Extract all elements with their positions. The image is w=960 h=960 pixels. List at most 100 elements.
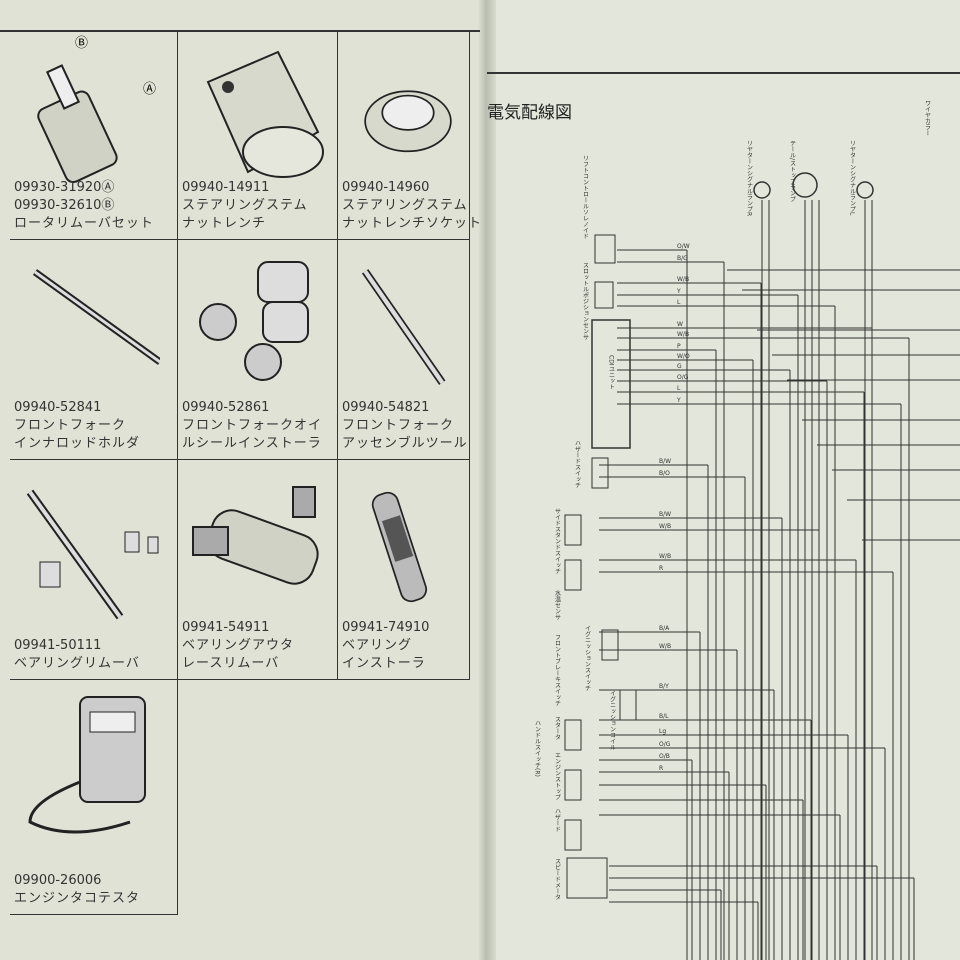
- tool-name: エンジンタコテスタ: [14, 891, 141, 906]
- tool-caption: 09940-54821 フロントフォーク アッセンブルツール: [342, 399, 468, 453]
- component-label: スピードメータ: [554, 858, 561, 900]
- tool-name: ステアリングステム: [182, 198, 308, 213]
- component-label: テール/ストップランプ: [789, 140, 796, 202]
- tool-code: 09930-31920Ⓐ: [14, 180, 115, 195]
- wire-color-label: W/B: [677, 331, 689, 338]
- switch-block: [564, 819, 582, 851]
- tool-code: 09941-74910: [342, 620, 430, 635]
- tool-name: ステアリングステム: [342, 198, 468, 213]
- wire-color-label: O/B: [659, 753, 670, 760]
- tool-code: 09941-54911: [182, 620, 270, 635]
- bearing-remover-illustration: [26, 489, 159, 620]
- tool-code: 09941-50111: [14, 638, 102, 653]
- switch-block: [601, 629, 619, 661]
- tool-name: レースリムーバ: [182, 656, 280, 671]
- tool-code: 09930-32610Ⓑ: [14, 198, 115, 213]
- tool-name: フロントフォークオイ: [182, 418, 323, 433]
- switch-block: [564, 559, 582, 591]
- tool-code: 09940-14960: [342, 180, 430, 195]
- wire-color-label: B/G: [677, 255, 688, 262]
- oil-seal-installer-illustration: [199, 261, 309, 381]
- stem-nut-wrench-illustration: [206, 50, 324, 178]
- wire-color-label: W/B: [659, 643, 671, 650]
- tool-name: インストーラ: [342, 656, 426, 671]
- assembly-tool-illustration: [361, 269, 446, 385]
- solenoid-box: [594, 234, 616, 264]
- wire-color-label: W/B: [659, 553, 671, 560]
- component-label: リフトコントロールソレノイド: [582, 155, 589, 239]
- tool-code: 09940-52861: [182, 400, 270, 415]
- callout-a: Ⓐ: [143, 82, 157, 97]
- wire-color-label: L: [677, 385, 681, 392]
- switch-block: [619, 689, 637, 721]
- wire-color-label: W/B: [659, 523, 671, 530]
- callout-b: Ⓑ: [75, 36, 89, 51]
- switch-block: [564, 514, 582, 546]
- tool-name: フロントフォーク: [14, 418, 127, 433]
- stem-nut-socket-illustration: [364, 90, 452, 153]
- wire-color-label: P: [677, 343, 681, 350]
- tool-caption: 09940-52841 フロントフォーク インナロッドホルダ: [14, 399, 140, 453]
- wire-color-label: R: [659, 765, 663, 772]
- tacho-tester-illustration: [28, 696, 146, 834]
- component-label: ワイヤカラー: [924, 100, 931, 136]
- wire-color-label: Lg: [659, 728, 666, 735]
- wire-color-label: B/W: [659, 511, 671, 518]
- lamp-bulb: [792, 172, 818, 198]
- tool-name: ベアリング: [342, 638, 413, 653]
- book-gutter: [478, 0, 496, 960]
- component-label: ハザードスイッチ: [574, 440, 581, 488]
- wire-color-label: Y: [676, 288, 681, 295]
- wire-color-label: B/W: [659, 458, 671, 465]
- component-label: リヤターンシグナルランプR: [746, 140, 753, 216]
- component-label: フロントブレーキスイッチ: [554, 634, 561, 706]
- tool-code: 09940-54821: [342, 400, 430, 415]
- wire-color-label: B/L: [659, 713, 669, 720]
- wire-color-label: O/G: [677, 374, 689, 381]
- wire-color-label: B/O: [659, 470, 670, 477]
- component-label: サイドスタンドスイッチ: [554, 508, 561, 574]
- tool-caption: 09941-54911 ベアリングアウタ レースリムーバ: [182, 619, 294, 673]
- tool-code: 09900-26006: [14, 873, 102, 888]
- tool-name: インナロッドホルダ: [14, 436, 141, 451]
- wire-color-label: O/W: [677, 243, 690, 250]
- special-tools-table: Ⓑ Ⓐ 09930-31920Ⓐ 09930-32610Ⓑ ロータリムーバセット…: [10, 30, 482, 920]
- throttle-sensor-box: [594, 281, 614, 309]
- tool-name: ベアリングアウタ: [182, 638, 295, 653]
- tool-cell: 09941-74910 ベアリング インストーラ: [338, 460, 470, 680]
- page-title: 電気配線図: [487, 103, 572, 123]
- tool-cell: 09941-50111 ベアリングリムーバ: [10, 460, 178, 680]
- tool-name: ベアリングリムーバ: [14, 656, 140, 671]
- component-label: エンジンストップ: [554, 752, 561, 800]
- switch-block: [564, 769, 582, 801]
- tool-cell: 09940-52861 フロントフォークオイ ルシールインストーラ: [178, 240, 338, 460]
- wire-color-label: B/Y: [659, 683, 669, 690]
- wire-color-label: W/B: [677, 276, 689, 283]
- tool-cell: 09940-14911 ステアリングステム ナットレンチ: [178, 30, 338, 240]
- tool-name: ナットレンチソケット: [342, 216, 483, 231]
- component-label: リヤターンシグナルランプL: [849, 140, 856, 216]
- tool-caption: 09940-52861 フロントフォークオイ ルシールインストーラ: [182, 399, 322, 453]
- tool-caption: 09940-14960 ステアリングステム ナットレンチソケット: [342, 179, 482, 233]
- tool-code: 09940-52841: [14, 400, 102, 415]
- tool-cell: 09940-54821 フロントフォーク アッセンブルツール: [338, 240, 470, 460]
- tool-name: ルシールインストーラ: [182, 436, 322, 451]
- component-label: ハザード: [554, 808, 561, 832]
- lamp-bulb: [856, 181, 874, 199]
- tool-name: ナットレンチ: [182, 216, 267, 231]
- wire-color-label: R: [659, 565, 663, 572]
- wire-color-label: Y: [676, 397, 681, 404]
- tool-cell: Ⓑ Ⓐ 09930-31920Ⓐ 09930-32610Ⓑ ロータリムーバセット: [10, 30, 178, 240]
- wire-color-label: B/A: [659, 625, 670, 632]
- component-label: 水温センサ: [554, 589, 561, 620]
- wire-color-label: L: [677, 299, 681, 306]
- component-label: ハンドルスイッチ(R): [534, 720, 541, 777]
- rotor-remover-illustration: [37, 64, 118, 184]
- bearing-installer-illustration: [371, 491, 428, 603]
- tool-caption: 09941-74910 ベアリング インストーラ: [342, 619, 429, 673]
- lamp-bulb: [753, 181, 771, 199]
- tool-cell: 09940-52841 フロントフォーク インナロッドホルダ: [10, 240, 178, 460]
- cdi-unit-box: [591, 319, 631, 449]
- component-label: CDIユニット: [608, 355, 615, 390]
- wire-color-label: W: [677, 321, 683, 328]
